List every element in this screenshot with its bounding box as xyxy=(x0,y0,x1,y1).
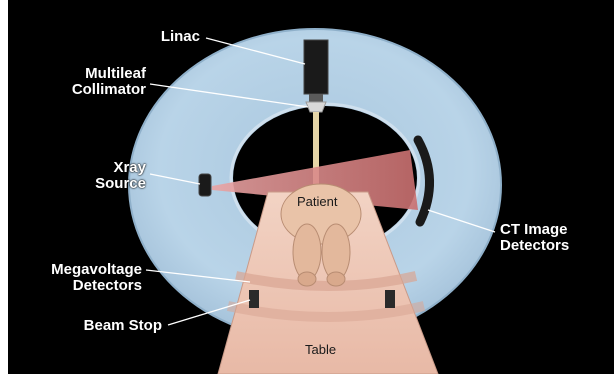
left-margin xyxy=(0,0,8,374)
patient-torso xyxy=(281,184,361,244)
patient-right-foot xyxy=(327,272,345,286)
linac-label: Linac xyxy=(140,29,200,45)
xray-source-unit xyxy=(199,174,211,196)
mv-detector-block xyxy=(249,290,259,308)
table-label: Table xyxy=(305,342,336,357)
megavoltage-detectors-label: Megavoltage Detectors xyxy=(10,262,142,294)
patient-left-foot xyxy=(298,272,316,286)
collimator xyxy=(306,102,326,112)
mv-detector-block xyxy=(385,290,395,308)
patient-label: Patient xyxy=(297,194,337,209)
linac-mount xyxy=(309,94,323,102)
ct-image-detectors-label: CT Image Detectors xyxy=(500,222,569,254)
multileaf-collimator-label: Multileaf Collimator xyxy=(40,66,146,98)
beam-stop-label: Beam Stop xyxy=(40,318,162,334)
linac-block xyxy=(304,40,328,94)
xray-source-label: Xray Source xyxy=(70,160,146,192)
